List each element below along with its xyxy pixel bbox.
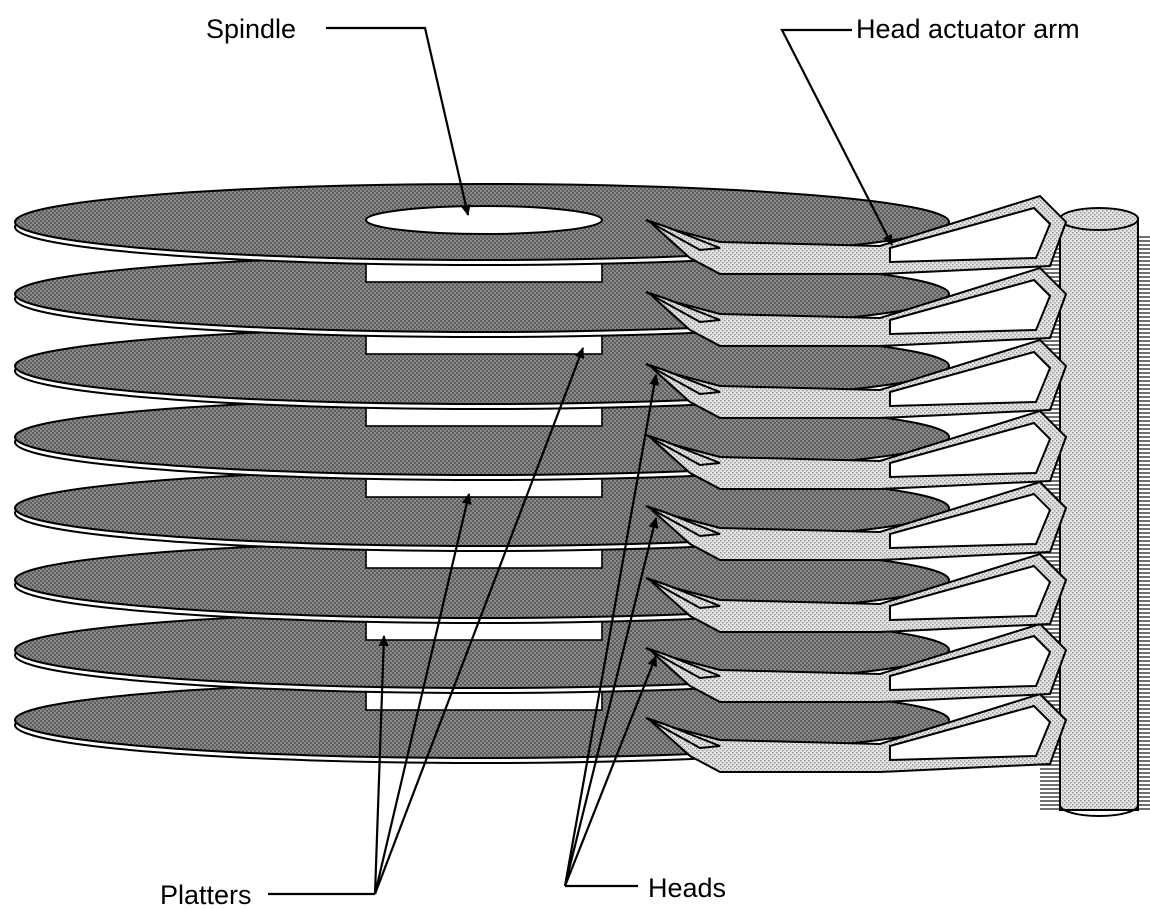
spindle-hole [366,206,602,234]
actuator-post [1060,218,1138,810]
actuator-post-top [1060,208,1138,230]
platter-stack [15,184,1066,772]
head-actuator-arm-label: Head actuator arm [856,14,1080,44]
platters-label: Platters [160,880,252,909]
heads-label: Heads [648,873,726,903]
spindle-label: Spindle [206,14,296,44]
